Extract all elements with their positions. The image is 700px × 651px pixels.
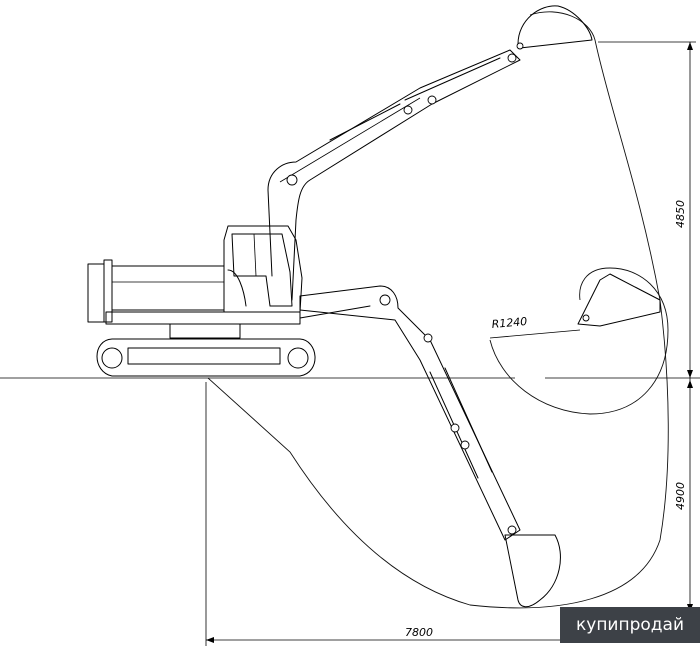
bucket-radius-label: R1240 xyxy=(491,315,528,331)
boom-raised xyxy=(267,5,593,301)
max-depth-label: 4900 xyxy=(674,482,687,510)
watermark-badge: купипродай xyxy=(560,607,700,643)
working-range-envelope xyxy=(207,11,669,609)
operator-cab xyxy=(223,225,303,313)
bucket-lowered xyxy=(504,534,561,608)
track-undercarriage xyxy=(96,323,316,377)
boom-lowered xyxy=(299,285,561,608)
max-height-dimension: 4850 xyxy=(598,41,696,378)
bucket-sweep xyxy=(577,273,661,327)
bucket-radius-circle: R1240 xyxy=(489,267,669,415)
max-reach-label: 7800 xyxy=(405,626,433,639)
max-depth-dimension: 4900 xyxy=(674,378,693,612)
max-height-label: 4850 xyxy=(674,200,687,228)
bucket-raised xyxy=(517,5,593,49)
max-reach-dimension: 7800 xyxy=(205,382,560,646)
upper-structure xyxy=(87,225,303,325)
